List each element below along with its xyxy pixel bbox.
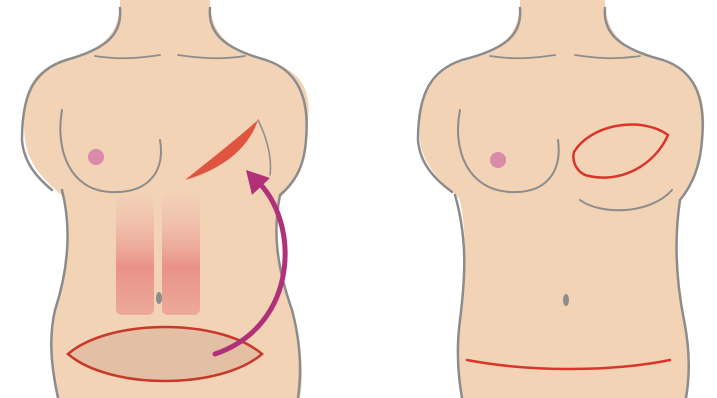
nipple-after [490, 152, 506, 168]
navel-after [563, 294, 569, 306]
